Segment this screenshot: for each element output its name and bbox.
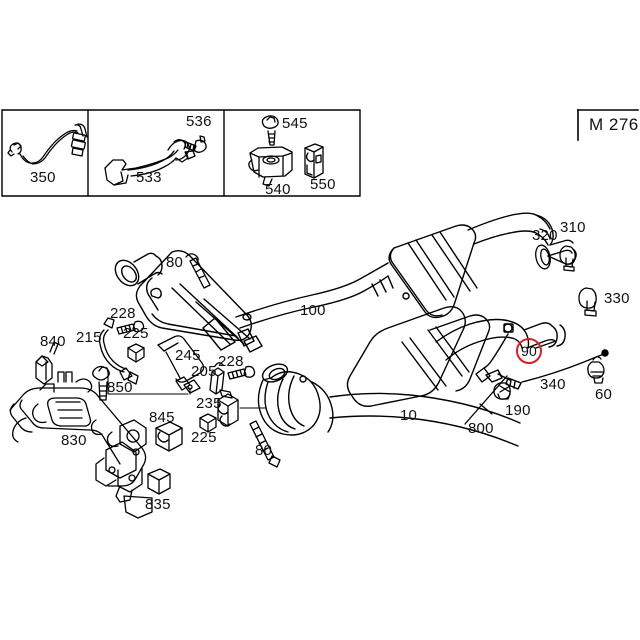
part-190-clip [493, 382, 511, 400]
part-label-225-lower: 225 [191, 429, 217, 446]
part-228-bolt-lower [227, 365, 256, 380]
part-label-800: 800 [468, 420, 494, 437]
part-80-stud-upper [185, 253, 211, 289]
leader-lines-left-group [107, 369, 191, 395]
part-320-gasket [535, 244, 551, 270]
highlight-circle-90 [516, 338, 542, 364]
part-label-540: 540 [265, 181, 291, 198]
part-label-100: 100 [300, 302, 326, 319]
model-code-label: M 276 [589, 115, 639, 134]
cat-band-1 [171, 287, 231, 345]
part-label-235: 235 [196, 395, 222, 412]
part-835-bushing [147, 468, 171, 495]
part-830-subframe [9, 371, 153, 519]
inset-boxes [1, 109, 361, 197]
cat-band-2b [203, 298, 251, 340]
part-label-830: 830 [61, 432, 87, 449]
part-225-nut-lower [199, 413, 217, 433]
part-label-340: 340 [540, 376, 566, 393]
part-label-90: 90 [521, 343, 537, 359]
part-100-connecting-pipe [235, 262, 394, 329]
part-label-80-lower: 80 [255, 442, 273, 459]
part-840-hanger [35, 341, 59, 385]
cat-band-1b [179, 283, 239, 339]
part-310-clamp [559, 245, 576, 272]
part-label-228-lower: 228 [218, 353, 244, 370]
inset-part-350-oxygen-sensor [7, 123, 88, 165]
part-label-550: 550 [310, 176, 336, 193]
part-215-sensor-lead [98, 317, 139, 385]
model-code-box [577, 109, 639, 141]
part-245-bracket [157, 335, 205, 394]
part-label-205: 205 [191, 363, 217, 380]
rear-tailpipe-assembly [346, 305, 566, 407]
part-label-330: 330 [604, 290, 630, 307]
part-label-350: 350 [30, 169, 56, 186]
muffler-band-2 [431, 234, 471, 292]
part-label-845: 845 [149, 409, 175, 426]
part-label-533: 533 [136, 169, 162, 186]
part-label-190: 190 [505, 402, 531, 419]
muffler-band-1 [407, 242, 447, 301]
part-label-840: 840 [40, 333, 66, 350]
part-label-545: 545 [282, 115, 308, 132]
part-205-bracket [209, 362, 233, 399]
part-label-228-upper: 228 [110, 305, 136, 322]
inset-part-540-bracket [248, 146, 293, 187]
inset-part-533-bracket [104, 139, 196, 186]
part-label-835: 835 [145, 496, 171, 513]
part-label-850: 850 [107, 379, 133, 396]
front-catalytic-converter [114, 249, 263, 353]
part-label-536: 536 [186, 113, 212, 130]
part-label-60: 60 [595, 386, 613, 403]
part-845-mount [155, 421, 183, 452]
part-90-oxygen-sensor [475, 333, 609, 390]
part-label-215: 215 [76, 329, 102, 346]
leader-line-800 [464, 375, 508, 425]
muffler-band-1b [415, 239, 455, 298]
part-label-245: 245 [175, 347, 201, 364]
part-label-10: 10 [400, 407, 418, 424]
muffler-band-2b [439, 231, 478, 289]
inset-part-545-bolt [261, 115, 279, 146]
part-80-stud-lower [249, 420, 281, 468]
inset-part-550-bracket [304, 143, 324, 179]
part-235-bracket [217, 393, 239, 427]
part-228-bolt-upper [116, 320, 145, 335]
part-225-nut-upper [127, 343, 145, 363]
part-label-80-upper: 80 [166, 254, 184, 271]
part-label-225-upper: 225 [123, 325, 149, 342]
part-label-310: 310 [560, 219, 586, 236]
part-label-320: 320 [532, 227, 558, 244]
rear-catalytic-converter [257, 363, 521, 447]
part-330-clamp [578, 287, 597, 317]
part-60-clip [587, 356, 605, 384]
inset-part-536-bolt [184, 135, 207, 153]
